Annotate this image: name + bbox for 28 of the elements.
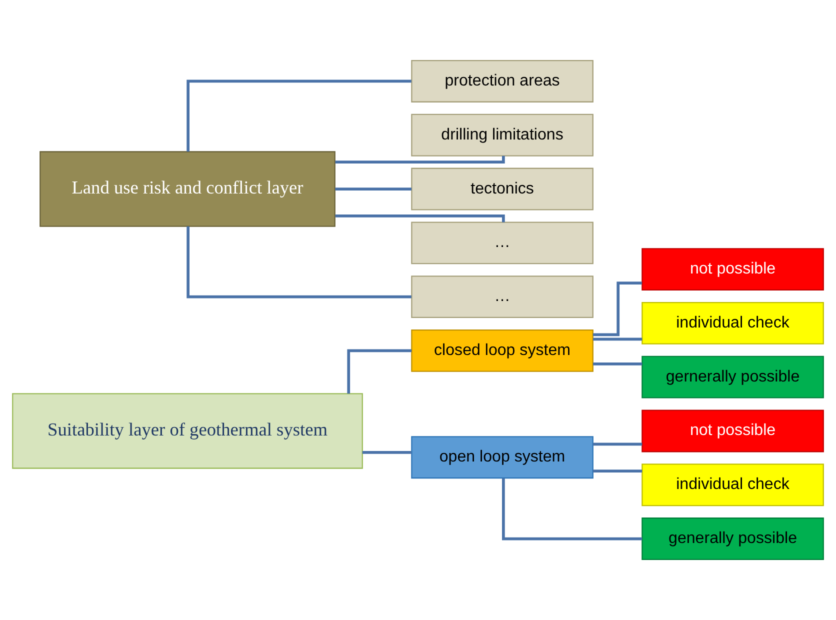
- node-box: tectonics: [411, 168, 594, 210]
- node-box: open loop system: [411, 436, 594, 479]
- connector: [593, 442, 642, 446]
- connector: [335, 188, 412, 190]
- connector: [502, 478, 642, 540]
- connector: [186, 80, 412, 152]
- connector: [347, 349, 412, 394]
- node-box: not possible: [642, 248, 824, 290]
- node-box: individual check: [642, 302, 824, 344]
- node-box: not possible: [642, 410, 824, 452]
- node-box: Suitability layer of geothermal system: [12, 393, 363, 469]
- connector: [362, 451, 412, 454]
- connector: [335, 156, 505, 164]
- node-box: individual check: [642, 464, 824, 506]
- connector: [593, 338, 642, 341]
- node-box: drilling limitations: [411, 114, 594, 156]
- connector: [593, 470, 642, 473]
- connector: [592, 282, 642, 336]
- node-box: …: [411, 222, 594, 264]
- node-box: gernerally possible: [642, 356, 824, 398]
- connector: [335, 214, 505, 222]
- connector: [186, 226, 412, 298]
- node-box: Land use risk and conflict layer: [40, 151, 336, 227]
- node-box: …: [411, 276, 594, 318]
- connector: [593, 362, 642, 366]
- node-box: protection areas: [411, 60, 594, 102]
- node-box: closed loop system: [411, 330, 594, 372]
- node-box: generally possible: [642, 518, 824, 560]
